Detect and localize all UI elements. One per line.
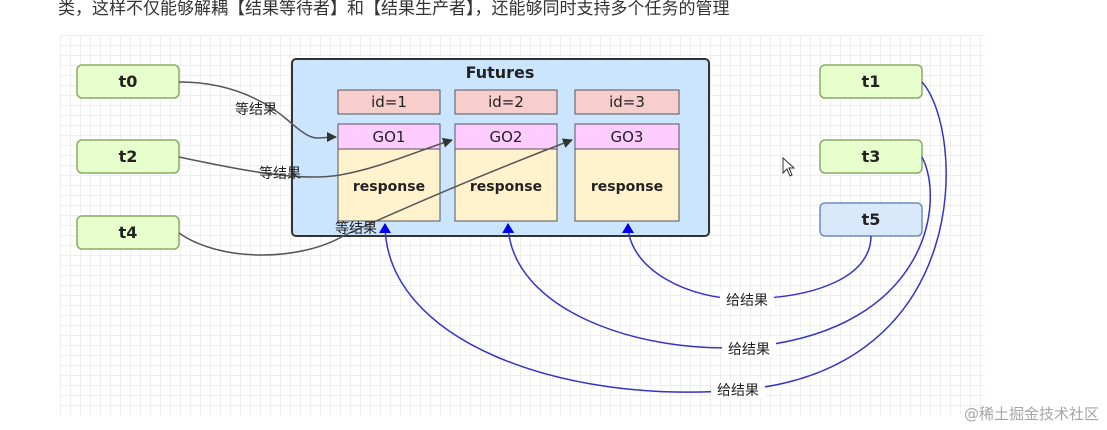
futures-title: Futures	[466, 63, 535, 82]
slot-3-id-box	[574, 89, 680, 115]
give-label-t5: 给结果	[726, 293, 768, 309]
thread-t5-label: t5	[862, 210, 881, 229]
thread-t4-box	[76, 215, 180, 250]
thread-t0-label: t0	[119, 72, 138, 91]
give-label-bg-t5	[720, 290, 774, 308]
wait-label-t4: 等结果	[335, 220, 377, 237]
slot-1-response: response	[353, 179, 425, 195]
give-label-bg-t3	[722, 339, 776, 357]
slot-1-id: id=1	[371, 93, 407, 111]
mouse-cursor-icon	[782, 156, 796, 177]
intro-text: 类，这样不仅能够解耦【结果等待者】和【结果生产者】，还能够同时支持多个任务的管理	[58, 0, 730, 19]
slot-1-go: GO1	[373, 128, 406, 146]
slot-2-response: response	[470, 179, 542, 195]
give-label-t3: 给结果	[728, 342, 770, 358]
thread-t2-label: t2	[119, 147, 138, 166]
slot-1-response-box	[337, 148, 441, 222]
slot-2-id: id=2	[488, 93, 524, 111]
wait-arrow-t0	[178, 81, 337, 143]
slot-3-go: GO3	[611, 128, 644, 146]
slot-1-id-box	[337, 89, 441, 115]
slot-2-go: GO2	[490, 128, 523, 146]
slot-2-id-box	[454, 89, 558, 115]
watermark: @稀土掘金技术社区	[963, 405, 1099, 423]
slot-3-id: id=3	[609, 93, 645, 111]
thread-t2-box	[76, 139, 180, 174]
give-label-bg-t1	[711, 380, 765, 398]
slot-3-response-box	[574, 148, 680, 222]
slot-1-go-box	[337, 123, 441, 150]
thread-t1-label: t1	[862, 72, 881, 91]
wait-label-t2: 等结果	[259, 165, 301, 182]
thread-t3-label: t3	[862, 147, 881, 166]
thread-t1-box	[819, 64, 923, 99]
slot-2-go-box	[454, 123, 558, 150]
thread-t4-label: t4	[119, 223, 138, 242]
wait-arrow-t2	[178, 137, 453, 178]
give-label-t1: 给结果	[717, 383, 759, 399]
wait-label-t0: 等结果	[235, 101, 277, 118]
wait-arrow-t4	[178, 138, 573, 256]
slot-3-response: response	[591, 179, 663, 195]
thread-t3-box	[819, 139, 923, 174]
slot-2-response-box	[454, 148, 558, 222]
